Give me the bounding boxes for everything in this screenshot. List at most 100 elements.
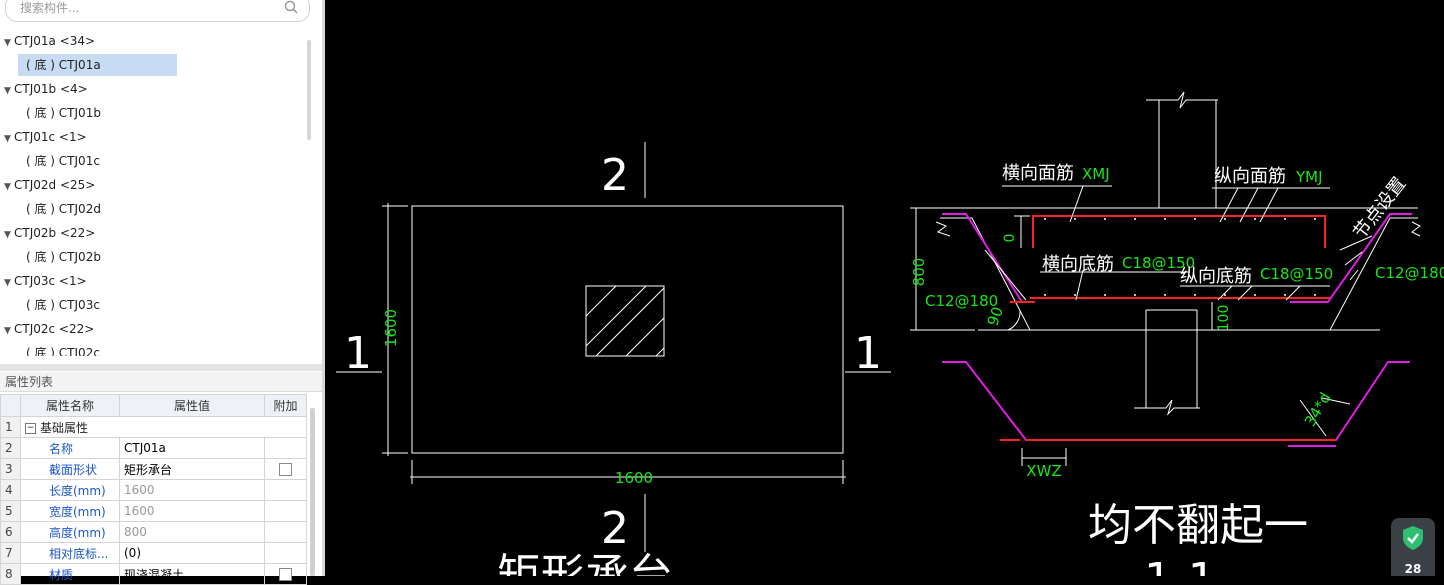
label-bottom-transverse: 横向底筋: [1042, 254, 1114, 275]
tree-child-item[interactable]: ( 底 ) CTJ02c: [26, 346, 100, 356]
section-mark-1-left: 1: [344, 328, 372, 379]
tree-child-item[interactable]: ( 底 ) CTJ03c: [26, 298, 100, 312]
property-row[interactable]: 7 相对底标... (0): [0, 542, 307, 564]
tree-child-item[interactable]: ( 底 ) CTJ01c: [26, 154, 100, 168]
xwz-label: XWZ: [1026, 462, 1061, 480]
code-top-transverse: XMJ: [1082, 165, 1110, 183]
side-bar-left: C12@180: [925, 292, 998, 310]
tree-group-item[interactable]: ▼CTJ01c <1>: [4, 126, 87, 148]
label-bottom-longitudinal: 纵向底筋: [1180, 266, 1252, 287]
section-mark-2-bottom: 2: [601, 503, 629, 554]
header-value: 属性值: [119, 394, 265, 417]
label-top-longitudinal: 纵向面筋: [1214, 166, 1286, 187]
component-tree: ▼CTJ01a <34> ( 底 ) CTJ01a ▼CTJ01b <4> ( …: [0, 30, 310, 356]
collapse-icon[interactable]: −: [25, 422, 36, 434]
pane-splitter[interactable]: [322, 0, 325, 576]
section-height: 800: [910, 258, 928, 287]
widget-value: 28: [1404, 562, 1422, 576]
expand-arrow-icon[interactable]: ▼: [4, 326, 11, 336]
property-value[interactable]: 1600: [119, 479, 265, 501]
property-extra: [264, 437, 307, 459]
header-num: [0, 394, 21, 417]
component-search: [5, 0, 310, 22]
property-value[interactable]: CTJ01a: [119, 437, 265, 459]
tree-child-item[interactable]: ( 底 ) CTJ01a: [18, 54, 177, 76]
plan-caption: 矩形承台: [497, 550, 673, 576]
left-panel: ▼CTJ01a <34> ( 底 ) CTJ01a ▼CTJ01b <4> ( …: [0, 0, 323, 585]
plan-view: 2 2 1 1 1600 1600 矩形承台: [336, 142, 891, 576]
property-row[interactable]: 2 名称 CTJ01a: [0, 437, 307, 459]
property-name: 名称: [20, 437, 120, 459]
section-note: 均不翻起一: [1088, 500, 1308, 551]
tree-group-item[interactable]: ▼CTJ01a <34>: [4, 30, 95, 52]
property-value[interactable]: 现浇混凝土: [119, 563, 265, 585]
tree-child-item[interactable]: ( 底 ) CTJ02b: [26, 250, 101, 264]
property-row[interactable]: 1 −基础属性: [0, 416, 307, 438]
tree-group-item[interactable]: ▼CTJ01b <4>: [4, 78, 88, 100]
side-bar-right: C12@180: [1375, 264, 1444, 282]
expand-arrow-icon[interactable]: ▼: [4, 86, 11, 96]
tree-group-item[interactable]: ▼CTJ02b <22>: [4, 222, 95, 244]
property-name: 长度(mm): [20, 479, 120, 501]
tree-scrollbar[interactable]: [307, 40, 311, 140]
expand-arrow-icon[interactable]: ▼: [4, 182, 11, 192]
property-extra: [264, 500, 307, 522]
dimension-width: 1600: [615, 469, 653, 487]
extra-checkbox[interactable]: [279, 463, 292, 476]
anchor-length: 34*d: [1301, 389, 1335, 429]
property-name: 材质: [20, 563, 120, 585]
property-extra: [264, 479, 307, 501]
status-widget[interactable]: 28: [1391, 518, 1435, 576]
tree-child-item[interactable]: ( 底 ) CTJ02d: [26, 202, 101, 216]
property-extra: [264, 542, 307, 564]
expand-arrow-icon[interactable]: ▼: [4, 278, 11, 288]
property-value[interactable]: (0): [119, 542, 265, 564]
section-cover: 100: [1216, 305, 1232, 332]
properties-title: 属性列表: [0, 372, 322, 392]
search-icon[interactable]: [283, 0, 299, 15]
code-top-longitudinal: YMJ: [1295, 168, 1323, 186]
property-value[interactable]: 800: [119, 521, 265, 543]
header-extra: 附加: [264, 394, 307, 417]
tree-group-item[interactable]: ▼CTJ03c <1>: [4, 270, 87, 292]
cad-drawing-canvas[interactable]: 2 2 1 1 1600 1600 矩形承台: [325, 0, 1444, 576]
property-row[interactable]: 3 截面形状 矩形承台: [0, 458, 307, 480]
label-top-transverse: 横向面筋: [1002, 163, 1074, 184]
expand-arrow-icon[interactable]: ▼: [4, 230, 11, 240]
section-view: 横向面筋 XMJ 纵向面筋 YMJ 横向底筋 C18@150 纵向底筋 C18@…: [910, 91, 1444, 576]
tree-group-item[interactable]: ▼CTJ02d <25>: [4, 174, 95, 196]
dimension-height: 1600: [382, 309, 400, 347]
expand-arrow-icon[interactable]: ▼: [4, 38, 11, 48]
header-name: 属性名称: [20, 394, 120, 417]
property-row[interactable]: 8 材质 现浇混凝土: [0, 563, 307, 585]
properties-table: 属性名称 属性值 附加 1 −基础属性 2 名称 CTJ01a 3 截面形状 矩…: [0, 394, 307, 585]
property-name: 高度(mm): [20, 521, 120, 543]
tree-child-item[interactable]: ( 底 ) CTJ01b: [26, 106, 101, 120]
property-value[interactable]: 矩形承台: [119, 458, 265, 480]
property-extra: [264, 521, 307, 543]
property-name: 相对底标...: [20, 542, 120, 564]
property-row[interactable]: 4 长度(mm) 1600: [0, 479, 307, 501]
section-zero: 0: [1002, 234, 1018, 243]
section-mark-2-top: 2: [601, 150, 629, 201]
panel-divider[interactable]: [0, 364, 322, 371]
tree-group-item[interactable]: ▼CTJ02c <22>: [4, 318, 94, 340]
code-bottom-transverse: C18@150: [1122, 254, 1195, 272]
property-name: 宽度(mm): [20, 500, 120, 522]
extra-checkbox[interactable]: [279, 568, 292, 581]
property-row[interactable]: 6 高度(mm) 800: [0, 521, 307, 543]
section-caption: 1-1: [1144, 554, 1216, 576]
expand-arrow-icon[interactable]: ▼: [4, 134, 11, 144]
section-mark-1-right: 1: [854, 328, 882, 379]
search-input[interactable]: [18, 0, 272, 18]
properties-header-row: 属性名称 属性值 附加: [0, 394, 307, 417]
pile-cap-outline: [411, 205, 844, 454]
properties-scrollbar[interactable]: [310, 408, 315, 576]
property-row[interactable]: 5 宽度(mm) 1600: [0, 500, 307, 522]
section-angle: 90: [984, 304, 1007, 328]
column-hatch: [585, 285, 665, 357]
property-group-label: 基础属性: [40, 420, 89, 435]
property-value[interactable]: 1600: [119, 500, 265, 522]
shield-check-icon: [1403, 526, 1423, 550]
code-bottom-longitudinal: C18@150: [1260, 265, 1333, 283]
